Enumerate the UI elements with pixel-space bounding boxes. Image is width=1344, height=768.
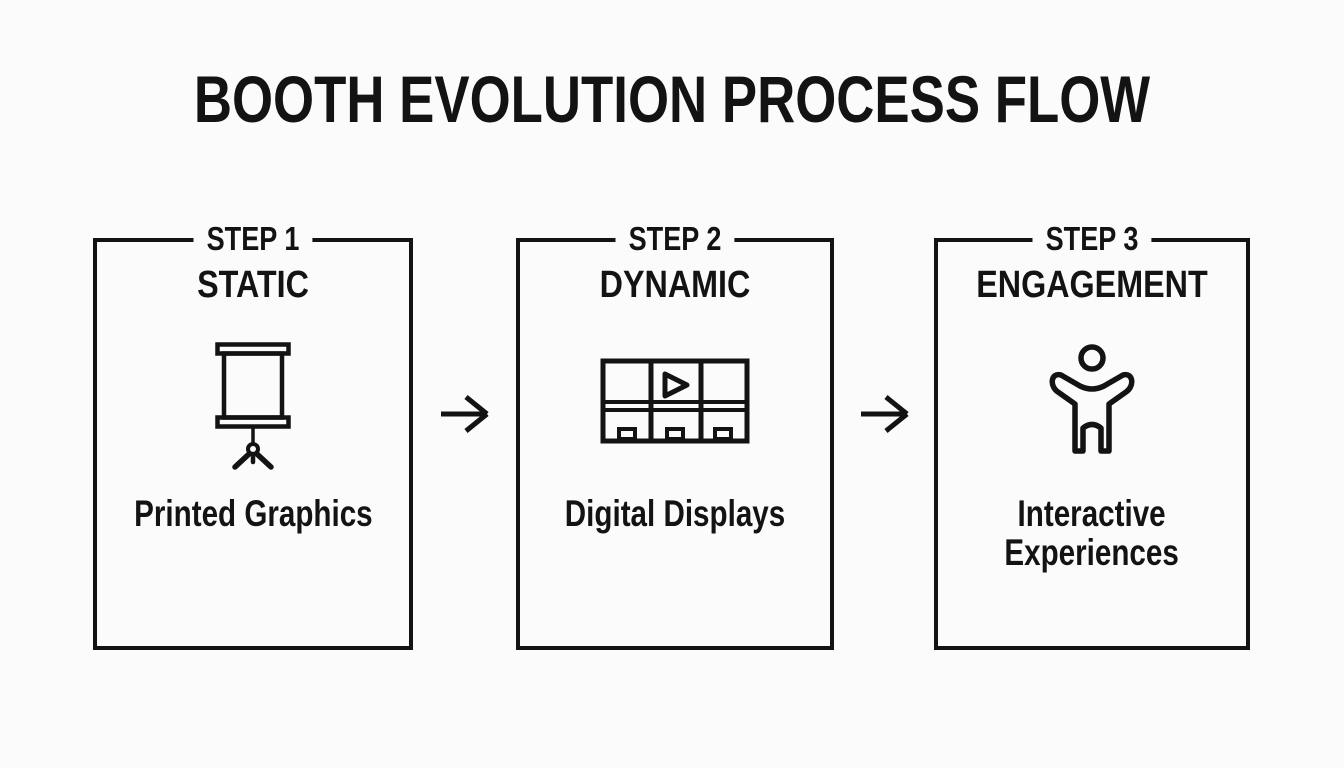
arrow-right-icon [438, 393, 492, 435]
step-heading: STATIC [197, 264, 309, 306]
person-arms-open-icon [1042, 344, 1142, 462]
step-box-dynamic: STEP 2 DYNAMIC Digital Displays [516, 220, 834, 650]
step-caption: Interactive Experiences [1004, 493, 1180, 574]
step-label: STEP 3 [1032, 220, 1152, 258]
projector-screen-icon [215, 342, 291, 472]
step-box-engagement: STEP 3 ENGAGEMENT Interactive Experience… [934, 220, 1250, 650]
diagram-title: BOOTH EVOLUTION PROCESS FLOW [193, 62, 1151, 136]
video-wall-icon [600, 358, 750, 444]
step-caption: Digital Displays [564, 493, 786, 534]
step-heading: ENGAGEMENT [976, 264, 1208, 306]
step-box-static: STEP 1 STATIC Printed Graphics [93, 220, 413, 650]
step-heading: DYNAMIC [599, 264, 751, 306]
arrow-right-icon [858, 393, 912, 435]
step-label: STEP 2 [615, 220, 735, 258]
step-caption: Printed Graphics [133, 493, 373, 534]
step-label: STEP 1 [193, 220, 313, 258]
